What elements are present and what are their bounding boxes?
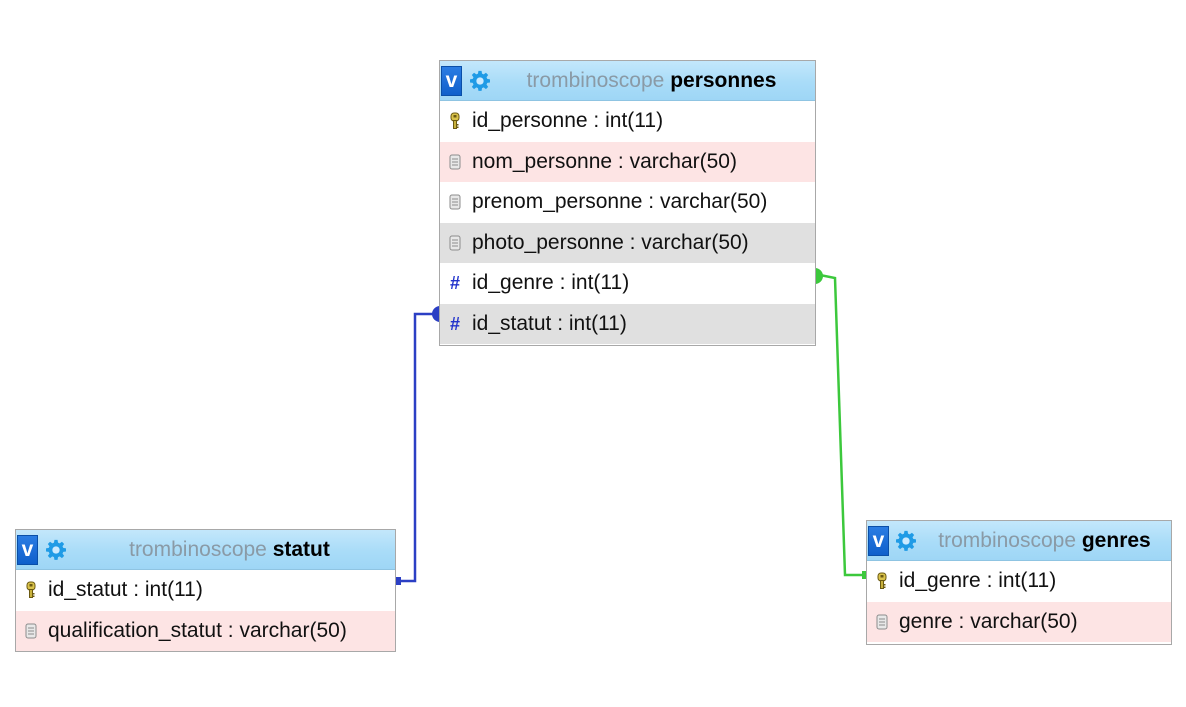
column-row[interactable]: id_personne : int(11) <box>440 101 815 142</box>
table-header[interactable]: v trombinoscope statut <box>16 530 395 570</box>
database-name: trombinoscope <box>938 528 1077 552</box>
column-label: id_genre : int(11) <box>472 271 630 295</box>
database-name: trombinoscope <box>526 68 665 92</box>
table-title: trombinoscope genres <box>918 529 1171 553</box>
collapse-toggle-button[interactable]: v <box>17 534 38 565</box>
gear-icon[interactable] <box>468 69 492 93</box>
column-row[interactable]: nom_personne : varchar(50) <box>440 141 815 182</box>
relation-endpoint-personnes-genres <box>815 268 823 284</box>
text-column-icon <box>875 613 889 631</box>
column-row[interactable]: qualification_statut : varchar(50) <box>16 610 395 651</box>
gear-icon[interactable] <box>44 538 68 562</box>
relation-line-statut <box>400 312 439 583</box>
column-label: qualification_statut : varchar(50) <box>48 618 347 642</box>
column-row[interactable]: # id_genre : int(11) <box>440 263 815 304</box>
column-row[interactable]: genre : varchar(50) <box>867 601 1171 642</box>
table-title: trombinoscope personnes <box>492 69 815 93</box>
relation-line-genres <box>814 272 866 577</box>
column-row[interactable]: id_statut : int(11) <box>16 570 395 611</box>
column-row[interactable]: id_genre : int(11) <box>867 561 1171 602</box>
table-name: genres <box>1081 528 1151 552</box>
column-label: id_statut : int(11) <box>472 311 627 335</box>
gear-icon[interactable] <box>894 529 918 553</box>
column-label: id_statut : int(11) <box>48 578 203 602</box>
table-name: personnes <box>670 68 777 92</box>
table-header[interactable]: v trombinoscope genres <box>867 521 1171 561</box>
column-label: nom_personne : varchar(50) <box>472 149 737 173</box>
column-label: id_genre : int(11) <box>899 569 1057 593</box>
table-statut[interactable]: v trombinoscope statut id_statut : int(1… <box>15 529 396 652</box>
text-column-icon <box>448 193 462 211</box>
table-name: statut <box>272 537 330 561</box>
key-icon <box>875 572 889 590</box>
text-column-icon <box>24 622 38 640</box>
table-header[interactable]: v trombinoscope personnes <box>440 61 815 101</box>
hash-icon: # <box>449 313 460 334</box>
column-label: id_personne : int(11) <box>472 109 664 133</box>
column-row[interactable]: prenom_personne : varchar(50) <box>440 182 815 223</box>
collapse-toggle-button[interactable]: v <box>441 65 462 96</box>
column-row[interactable]: photo_personne : varchar(50) <box>440 222 815 263</box>
table-personnes[interactable]: v trombinoscope personnes id_personne : … <box>439 60 816 346</box>
database-name: trombinoscope <box>129 537 267 561</box>
column-label: prenom_personne : varchar(50) <box>472 190 768 214</box>
key-icon <box>24 581 38 599</box>
key-icon <box>448 112 462 130</box>
column-label: photo_personne : varchar(50) <box>472 230 749 254</box>
collapse-toggle-button[interactable]: v <box>868 525 889 556</box>
column-label: genre : varchar(50) <box>899 609 1078 633</box>
table-title: trombinoscope statut <box>68 538 395 562</box>
text-column-icon <box>448 234 462 252</box>
hash-icon: # <box>449 273 460 294</box>
column-row[interactable]: # id_statut : int(11) <box>440 303 815 344</box>
table-genres[interactable]: v trombinoscope genres id_genre : int(11… <box>866 520 1172 645</box>
text-column-icon <box>448 153 462 171</box>
